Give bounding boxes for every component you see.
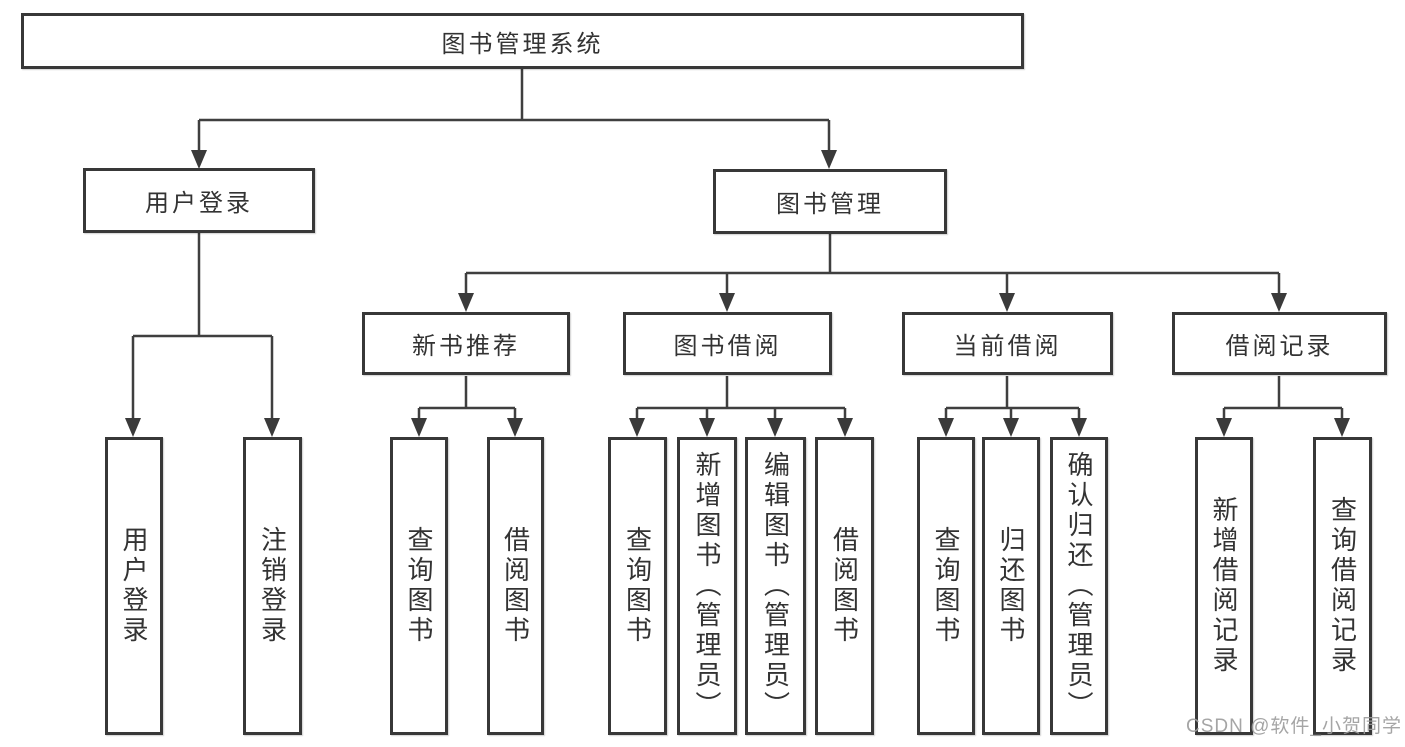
leaf-label: 注销登录 <box>257 526 288 646</box>
node-borrow-records: 借阅记录 <box>1172 312 1387 375</box>
leaf-label: 用户登录 <box>119 526 149 646</box>
leaf-add-books-admin: 新增图书（管理员） <box>677 437 737 735</box>
leaf-label: 借阅图书 <box>829 526 860 646</box>
leaf-label: 新增借阅记录 <box>1209 496 1239 676</box>
connector-book-borrow-children <box>629 376 853 437</box>
leaf-query-books-recommend: 查询图书 <box>390 437 448 735</box>
node-label: 图书借阅 <box>673 333 782 360</box>
leaf-label: 查询图书 <box>931 526 961 646</box>
connector-new-book-recommend-children <box>411 376 523 437</box>
leaf-label: 查询图书 <box>404 526 434 646</box>
connector-borrow-records-children <box>1216 376 1350 437</box>
leaf-confirm-return-admin: 确认归还（管理员） <box>1050 437 1108 735</box>
node-label: 借阅记录 <box>1225 333 1334 360</box>
leaf-query-books-current: 查询图书 <box>917 437 975 735</box>
leaf-label: 确认归还（管理员） <box>1064 451 1094 721</box>
node-current-borrow: 当前借阅 <box>902 312 1113 375</box>
leaf-label: 查询借阅记录 <box>1327 496 1358 676</box>
leaf-logout: 注销登录 <box>243 437 302 735</box>
csdn-watermark: CSDN @软件_小贺同学 <box>1186 716 1402 737</box>
leaf-label: 编辑图书（管理员） <box>760 451 791 721</box>
leaf-borrow-books: 借阅图书 <box>815 437 874 735</box>
connector-root-to-level2 <box>191 69 837 169</box>
node-label: 图书管理系统 <box>441 30 604 58</box>
connector-current-borrow-children <box>938 376 1087 437</box>
leaf-query-borrow-record: 查询借阅记录 <box>1313 437 1372 735</box>
leaf-label: 查询图书 <box>622 526 653 646</box>
leaf-add-borrow-record: 新增借阅记录 <box>1195 437 1253 735</box>
leaf-borrow-books-recommend: 借阅图书 <box>487 437 544 735</box>
node-book-borrow: 图书借阅 <box>623 312 832 375</box>
node-label: 新书推荐 <box>412 333 520 360</box>
leaf-label: 新增图书（管理员） <box>692 451 722 721</box>
node-label: 当前借阅 <box>953 333 1062 360</box>
connector-user-login-children <box>125 233 280 437</box>
leaf-label: 借阅图书 <box>500 526 531 646</box>
node-library-management-system: 图书管理系统 <box>21 13 1024 69</box>
leaf-user-login: 用户登录 <box>105 437 163 735</box>
leaf-query-books-borrow: 查询图书 <box>608 437 667 735</box>
node-label: 图书管理 <box>776 191 884 218</box>
node-label: 用户登录 <box>145 190 253 217</box>
leaf-edit-books-admin: 编辑图书（管理员） <box>745 437 806 735</box>
connector-book-management-children <box>458 234 1287 312</box>
node-user-login: 用户登录 <box>83 168 315 233</box>
leaf-return-books: 归还图书 <box>982 437 1040 735</box>
leaf-label: 归还图书 <box>996 526 1026 646</box>
node-new-book-recommend: 新书推荐 <box>362 312 570 375</box>
node-book-management: 图书管理 <box>713 169 947 234</box>
